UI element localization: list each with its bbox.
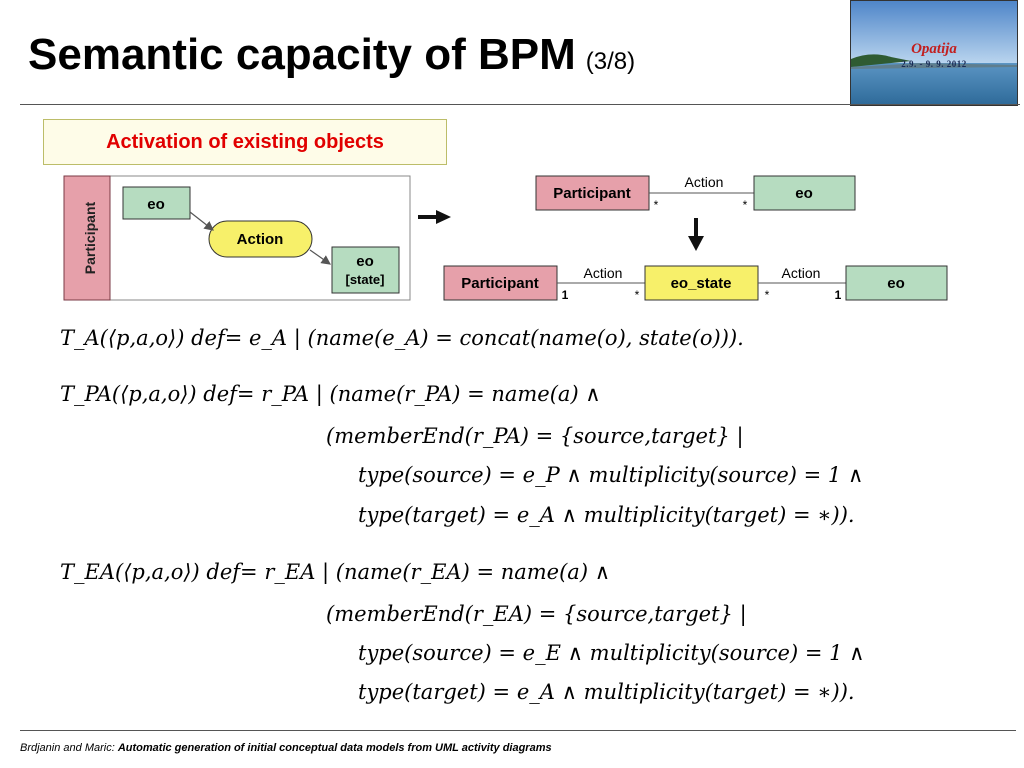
formula-tpa-line-1: T_PA(⟨p,a,o⟩) def= r_PA | (name(r_PA) = …: [60, 382, 601, 406]
association-bottom-1-label: Action: [584, 265, 623, 281]
node-eo-label: eo: [147, 196, 165, 213]
transform-arrow-right-head: [436, 210, 451, 224]
formula-tpa-line-3: type(source) = e_P ∧ multiplicity(source…: [358, 463, 864, 487]
title-divider: [20, 104, 1020, 105]
flow-arrow-2: [309, 249, 331, 265]
section-label: Activation of existing objects: [106, 131, 384, 153]
transform-arrow-down-head: [688, 236, 704, 251]
logo-photo: [851, 1, 1017, 105]
association-bottom-1-mult-right: *: [635, 288, 640, 302]
class-participant-top: [535, 175, 650, 211]
association-bottom-2-mult-left: *: [765, 288, 770, 302]
class-eo-bottom: [845, 265, 948, 301]
node-action: [208, 220, 313, 258]
flow-arrow-1: [189, 211, 214, 231]
slide-title-counter: (3/8): [585, 48, 636, 75]
footer-citation: Brdjanin and Maric: Automatic generation…: [20, 742, 552, 754]
swimlane-header: [63, 175, 111, 301]
slide-title-text: Semantic capacity of BPM: [28, 30, 576, 79]
section-label-box: Activation of existing objects: [43, 119, 447, 165]
footer-authors: Brdjanin and Maric:: [20, 742, 115, 754]
footer-paper-title: Automatic generation of initial conceptu…: [117, 742, 552, 754]
logo-dates: 2.9. - 9. 9. 2012: [901, 59, 967, 69]
class-eo-state-label: eo_state: [671, 275, 732, 292]
association-bottom-1-mult-left: 1: [562, 288, 569, 302]
formula-tpa-line-2: (memberEnd(r_PA) = {source,target} |: [326, 424, 744, 448]
class-participant-bottom: [443, 265, 558, 301]
node-eo-state: [331, 246, 400, 294]
formula-ta: T_A(⟨p,a,o⟩) def= e_A | (name(e_A) = con…: [60, 326, 744, 350]
swimlane-label: Participant: [82, 201, 98, 274]
footer-divider: [20, 730, 1016, 731]
formula-tea-line-2: (memberEnd(r_EA) = {source,target} |: [326, 602, 747, 626]
class-eo-top: [753, 175, 856, 211]
association-bottom-2-label: Action: [782, 265, 821, 281]
class-diagram-top: Participant Action * * eo: [535, 174, 856, 212]
class-participant-top-label: Participant: [553, 185, 631, 202]
logo-name: Opatija: [911, 41, 957, 57]
node-eo: [122, 186, 191, 220]
formula-tea-line-4: type(target) = e_A ∧ multiplicity(target…: [358, 680, 855, 704]
class-eo-bottom-label: eo: [887, 275, 905, 292]
association-top-mult-right: *: [743, 198, 748, 212]
node-eo-state-state: [state]: [345, 272, 384, 287]
formula-tea-line-3: type(source) = e_E ∧ multiplicity(source…: [358, 641, 865, 665]
class-participant-bottom-label: Participant: [461, 275, 539, 292]
node-action-label: Action: [237, 231, 284, 248]
activity-diagram: Participant eo Action eo [state]: [63, 175, 411, 301]
formula-tea-line-1: T_EA(⟨p,a,o⟩) def= r_EA | (name(r_EA) = …: [60, 560, 611, 584]
slide-title: Semantic capacity of BPM (3/8): [28, 30, 635, 80]
node-eo-state-name: eo: [356, 253, 374, 270]
conference-logo: Opatija 2.9. - 9. 9. 2012: [850, 0, 1018, 106]
class-eo-state: [644, 265, 759, 301]
association-bottom-2-mult-right: 1: [835, 288, 842, 302]
association-top-label: Action: [685, 174, 724, 190]
class-eo-top-label: eo: [795, 185, 813, 202]
formula-tpa-line-4: type(target) = e_A ∧ multiplicity(target…: [358, 503, 855, 527]
class-diagram-bottom: Participant Action 1 * eo_state Action *…: [443, 265, 948, 302]
association-top-mult-left: *: [654, 198, 659, 212]
